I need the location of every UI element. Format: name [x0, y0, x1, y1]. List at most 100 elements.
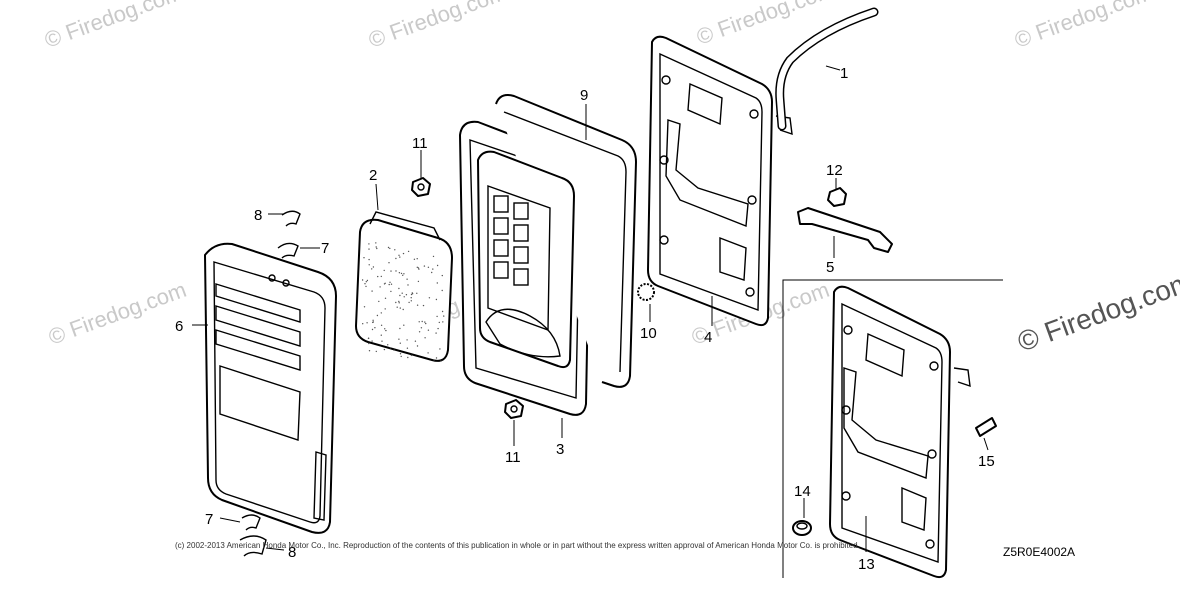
foam-dot	[384, 297, 387, 299]
foam-dot	[399, 327, 401, 330]
foam-dot	[431, 271, 433, 274]
foam-dot	[365, 281, 367, 283]
foam-dot	[399, 342, 401, 344]
foam-dot	[414, 340, 417, 342]
foam-dot	[400, 272, 403, 275]
small-parts	[239, 177, 997, 557]
callout-8-lower: 8	[288, 544, 296, 561]
foam-dot	[406, 278, 408, 280]
air-cleaner-case	[647, 35, 793, 327]
foam-dot	[401, 292, 403, 294]
foam-dot	[443, 315, 445, 317]
foam-dot	[411, 292, 413, 294]
foam-dot	[381, 340, 383, 342]
foam-dot	[427, 266, 430, 268]
foam-dot	[398, 300, 400, 303]
foam-dot	[366, 279, 369, 282]
foam-dot	[440, 360, 442, 362]
foam-dot	[413, 258, 416, 260]
foam-dot	[375, 246, 377, 248]
foam-dot	[388, 283, 390, 286]
foam-dot	[399, 294, 401, 297]
foam-dot	[389, 281, 391, 283]
leader-lines	[192, 65, 989, 552]
foam-dot	[376, 314, 379, 317]
foam-dot	[372, 319, 374, 321]
callout-9: 9	[580, 87, 588, 104]
foam-dot	[379, 286, 381, 288]
foam-dot	[416, 266, 418, 268]
foam-dot	[380, 324, 383, 326]
foam-dot	[387, 344, 389, 346]
foam-dot	[433, 359, 435, 361]
foam-dot	[364, 283, 366, 285]
foam-dot	[428, 297, 431, 299]
foam-dot	[427, 352, 429, 354]
callout-11: 11	[412, 135, 428, 152]
foam-dot	[398, 338, 400, 340]
foam-dot	[368, 258, 370, 261]
foam-dot	[368, 243, 370, 245]
breather-tube-inner	[776, 9, 877, 129]
filter-foam-texture	[361, 242, 445, 362]
callout-12: 12	[826, 162, 843, 179]
foam-dot	[441, 289, 443, 292]
foam-dot	[371, 340, 373, 342]
air-cleaner-inner-case	[477, 150, 575, 369]
foam-dot	[387, 246, 390, 249]
foam-dot	[384, 328, 386, 330]
foam-dot	[416, 258, 418, 260]
foam-dot	[366, 322, 368, 324]
foam-dot	[439, 348, 441, 350]
foam-dot	[405, 294, 408, 296]
foam-dot	[417, 267, 420, 269]
watermark: © Firedog.com	[365, 0, 509, 53]
foam-dot	[424, 321, 426, 323]
stay-bracket	[797, 207, 893, 253]
foam-dot	[377, 275, 379, 278]
foam-dot	[418, 321, 420, 323]
foam-dot	[395, 257, 397, 260]
foam-dot	[390, 290, 392, 293]
foam-dot	[389, 347, 392, 349]
callout-15: 15	[978, 453, 995, 470]
callout-3: 3	[556, 441, 564, 458]
foam-dot	[368, 248, 370, 250]
foam-dot	[442, 321, 444, 323]
foam-dot	[368, 342, 370, 345]
foam-dot	[410, 297, 412, 299]
foam-dot	[402, 308, 404, 311]
foam-dot	[398, 287, 400, 290]
foam-dot	[390, 283, 393, 285]
foam-dot	[385, 329, 387, 332]
foam-dot	[368, 264, 370, 266]
air-filter-element	[355, 211, 453, 362]
inset-frame	[782, 279, 1003, 578]
foam-dot	[435, 357, 438, 359]
callout-5: 5	[826, 259, 834, 276]
foam-dot	[410, 300, 412, 302]
air-cleaner-cover	[204, 242, 337, 534]
callout-14: 14	[794, 483, 811, 500]
callout-6: 6	[175, 318, 183, 335]
foam-dot	[393, 349, 395, 351]
copyright-notice: (c) 2002-2013 American Honda Motor Co., …	[175, 541, 860, 550]
callout-2: 2	[369, 167, 377, 184]
foam-dot	[425, 322, 427, 325]
foam-dot	[390, 270, 392, 272]
foam-dot	[436, 315, 438, 318]
callout-7-lower: 7	[205, 511, 213, 528]
foam-dot	[371, 328, 374, 331]
watermark: © Firedog.com	[41, 0, 185, 53]
callout-7: 7	[321, 240, 329, 257]
foam-dot	[417, 280, 420, 283]
foam-dot	[383, 269, 385, 272]
foam-dot	[396, 306, 398, 308]
callout-4: 4	[704, 329, 712, 346]
foam-dot	[438, 321, 440, 324]
foam-dot	[400, 355, 402, 358]
foam-dot	[394, 249, 396, 251]
callout-8: 8	[254, 207, 262, 224]
foam-dot	[437, 327, 439, 330]
